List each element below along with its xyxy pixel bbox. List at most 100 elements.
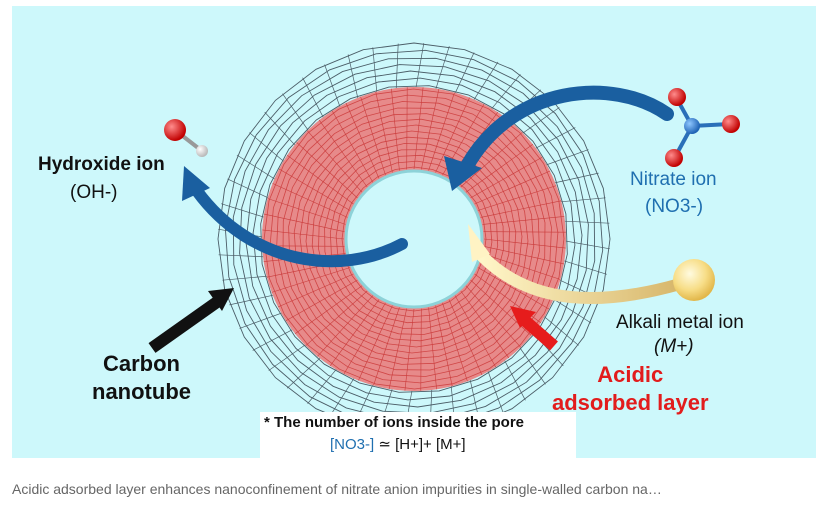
layer-radial-line [264,213,345,232]
layer-radial-line [307,130,363,193]
layer-radial-line [435,305,453,387]
acidic-layer-pointer [518,313,558,351]
nitrate-ion-label: Nitrate ion [630,169,717,190]
layer-radial-line [477,185,557,211]
layer-radial-line [483,231,566,233]
layer-radial-line [388,308,407,389]
layer-radial-line [345,102,380,179]
layer-radial-line [262,229,345,240]
carbon-arrowhead-icon [208,288,234,311]
nitrate-arrowhead-icon [444,156,482,191]
layer-ring-line [282,107,546,371]
layer-radial-line [442,302,468,382]
layer-radial-line [465,143,534,193]
adsorbed-layer-band [262,87,566,391]
layer-ring-line [269,94,559,384]
layer-ring-line [293,118,535,360]
acidic-label-line1: Acidic [597,362,664,387]
equation-nitrate-term: [NO3-] [330,436,375,453]
layer-radial-line [296,142,358,199]
nitrate-molecule-icon [665,88,740,167]
mesh-ring [232,57,596,421]
nitrate-ion-arrow [460,85,674,173]
layer-radial-line [278,168,351,211]
equation-rest: ≃ [H+]+ [M+] [374,436,466,453]
layer-radial-line [391,88,400,171]
carbon-label-line1: Carbon [103,351,180,376]
mesh-ring [260,85,568,393]
carbon-label-line2: nanotube [92,379,191,404]
layer-ring-line [311,136,517,342]
mesh-ring [252,77,576,401]
layer-ring-line [288,113,540,365]
layer-radial-line [413,87,424,170]
layer-radial-line [477,267,550,310]
hydroxide-ion-label: Hydroxide ion [38,154,165,175]
layer-radial-line [305,290,368,346]
carbon-nanotube-label: Carbon nanotube [92,350,191,406]
alkali-metal-ion-label: Alkali metal ion [616,312,744,333]
layer-radial-line [406,87,408,170]
layer-ring-line [263,88,565,390]
layer-radial-line [287,154,354,205]
acidic-layer-label: Acidic adsorbed layer [552,361,709,417]
layer-radial-line [421,89,440,170]
layer-radial-line [343,302,386,375]
nitrate-formula: (NO3-) [645,196,704,217]
acidic-arrowhead-icon [510,306,536,328]
mesh-ring [245,70,583,408]
layer-radial-line [483,238,566,249]
alkali-ion-arrow [476,250,686,305]
layer-radial-line [454,295,497,368]
layer-radial-line [482,216,565,225]
layer-radial-line [277,273,354,308]
layer-radial-line [470,156,543,199]
carbon-nanotube-pointer [148,297,221,353]
hydroxide-formula: (OH-) [70,182,118,203]
layer-radial-line [483,246,564,265]
ion-count-equation: [NO3-] ≃ [H+]+ [M+] [330,435,466,453]
hydroxide-arrowhead-icon [182,166,210,201]
ion-count-note-title: * The number of ions inside the pore [264,414,525,431]
layer-radial-line [428,92,455,171]
layer-radial-line [358,305,393,381]
layer-radial-line [420,308,422,391]
hydroxide-molecule-icon [164,119,208,157]
layer-radial-line [360,96,386,176]
layer-radial-line [285,279,358,322]
layer-radial-line [474,170,551,205]
layer-radial-line [317,295,374,357]
layer-radial-line [482,253,561,280]
layer-radial-line [480,200,562,218]
acidic-label-line2: adsorbed layer [552,390,709,415]
layer-radial-line [373,307,400,386]
ion-count-note-box [260,412,576,458]
layer-ring-line [299,124,529,354]
diagram-figure: Hydroxide ion (OH-) Nitrate ion (NO3-) A… [12,6,816,458]
layer-radial-line [294,285,363,335]
layer-radial-line [318,119,368,188]
alkali-arrowhead-icon [468,224,490,262]
mesh-ring [217,42,611,436]
layer-radial-line [331,110,374,183]
layer-ring-line [305,130,523,348]
pore-cavity [344,169,484,309]
layer-radial-line [404,308,415,391]
layer-radial-line [272,183,348,218]
hydroxide-ion-arrow [191,185,408,268]
layer-radial-line [460,132,523,188]
layer-radial-line [329,299,380,366]
layer-radial-line [460,290,510,359]
layer-ring-line [276,101,552,377]
layer-radial-line [465,285,521,348]
layer-radial-line [271,267,351,293]
layer-radial-line [375,91,393,173]
layer-radial-line [428,307,437,390]
layer-radial-line [435,97,470,173]
layer-radial-line [267,198,346,225]
figure-caption: Acidic adsorbed layer enhances nanoconfi… [12,481,662,497]
layer-radial-line [448,299,483,376]
alkali-metal-ion-icon [673,259,715,301]
nanotube-diagram [148,42,740,436]
alkali-metal-formula: (M+) [654,336,694,357]
